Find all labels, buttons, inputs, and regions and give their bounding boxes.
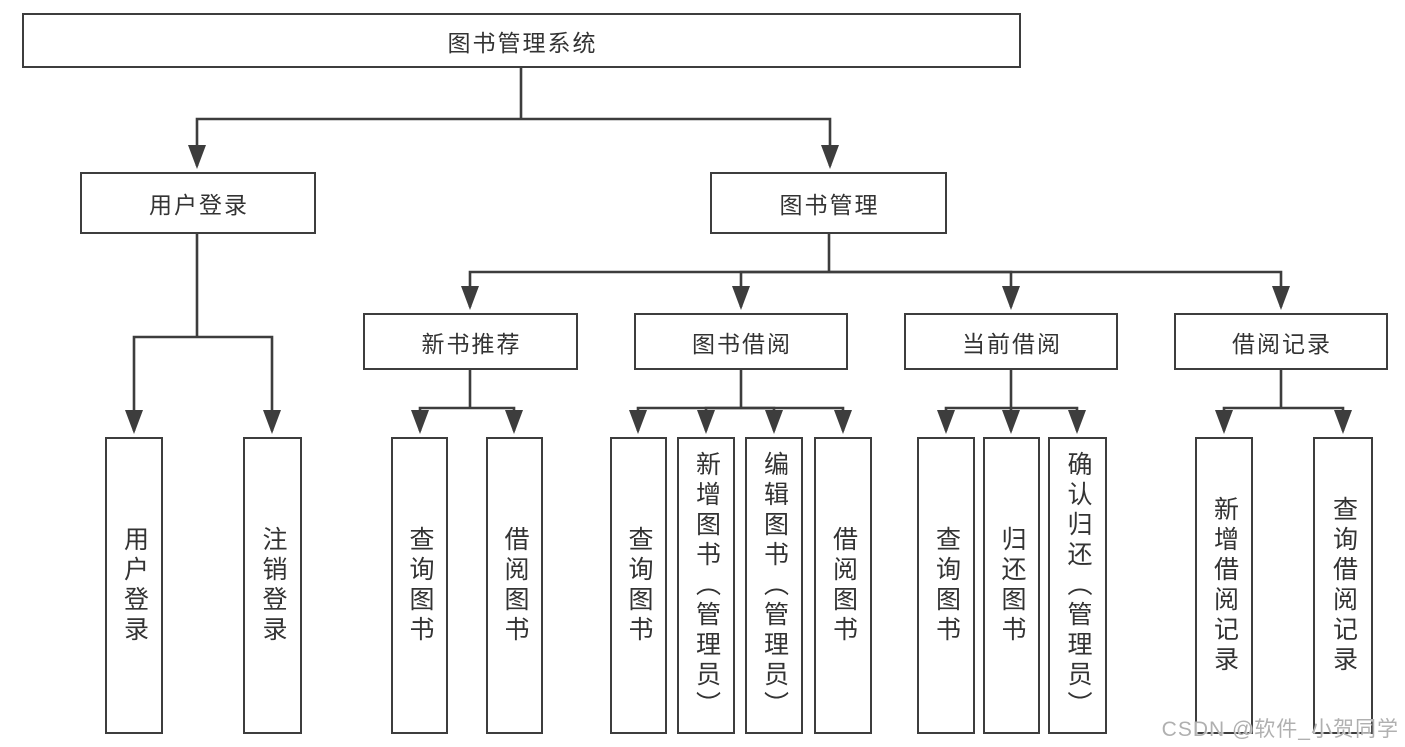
leaf-label: 借阅图书 bbox=[501, 525, 529, 646]
leaf-query-books-current: 查询图书 bbox=[917, 437, 975, 734]
node-user-login: 用户登录 bbox=[80, 172, 316, 234]
leaf-borrow-books-recommend: 借阅图书 bbox=[486, 437, 543, 734]
node-book-management: 图书管理 bbox=[710, 172, 947, 234]
leaf-add-books-admin: 新增图书（管理员） bbox=[677, 437, 735, 734]
leaf-label: 查询图书 bbox=[932, 525, 961, 646]
node-library-system: 图书管理系统 bbox=[22, 13, 1021, 68]
leaf-label: 借阅图书 bbox=[829, 525, 858, 646]
leaf-edit-books-admin: 编辑图书（管理员） bbox=[745, 437, 803, 734]
node-new-book-recommend: 新书推荐 bbox=[363, 313, 578, 370]
leaf-label: 查询图书 bbox=[625, 525, 653, 646]
leaf-query-books-recommend: 查询图书 bbox=[391, 437, 448, 734]
leaf-label: 查询借阅记录 bbox=[1329, 495, 1358, 676]
leaf-query-books-borrowing: 查询图书 bbox=[610, 437, 667, 734]
node-current-borrowing: 当前借阅 bbox=[904, 313, 1118, 370]
csdn-watermark: CSDN @软件_小贺同学 bbox=[1161, 718, 1399, 741]
leaf-confirm-return-admin: 确认归还（管理员） bbox=[1048, 437, 1107, 734]
leaf-return-books: 归还图书 bbox=[983, 437, 1040, 734]
leaf-label: 查询图书 bbox=[406, 525, 434, 646]
leaf-label: 确认归还（管理员） bbox=[1064, 450, 1092, 721]
leaf-user-login: 用户登录 bbox=[105, 437, 163, 734]
node-borrow-records: 借阅记录 bbox=[1174, 313, 1388, 370]
leaf-add-borrow-record: 新增借阅记录 bbox=[1195, 437, 1253, 734]
leaf-label: 用户登录 bbox=[120, 525, 149, 646]
leaf-label: 新增图书（管理员） bbox=[692, 450, 721, 721]
leaf-logout: 注销登录 bbox=[243, 437, 302, 734]
node-book-borrowing: 图书借阅 bbox=[634, 313, 848, 370]
leaf-label: 归还图书 bbox=[998, 525, 1026, 646]
leaf-query-borrow-record: 查询借阅记录 bbox=[1313, 437, 1373, 734]
leaf-label: 编辑图书（管理员） bbox=[760, 450, 789, 721]
leaf-label: 注销登录 bbox=[259, 525, 287, 646]
leaf-label: 新增借阅记录 bbox=[1210, 495, 1239, 676]
leaf-borrow-books: 借阅图书 bbox=[814, 437, 872, 734]
